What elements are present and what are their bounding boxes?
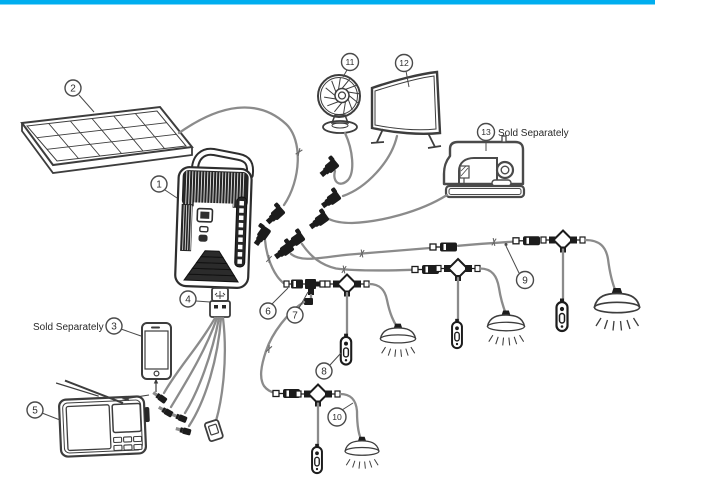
pendant-switch-d	[311, 442, 323, 475]
dc-plug-tv	[317, 186, 343, 211]
television	[370, 70, 442, 149]
radio-buttons	[113, 435, 143, 452]
elbow-connector	[304, 298, 313, 305]
pendant-lamp-d	[344, 436, 380, 470]
fan-blades	[324, 77, 360, 114]
dc-plug-solar	[261, 201, 287, 227]
callout-9: 9	[505, 245, 535, 290]
solar-panel-cable	[177, 106, 304, 227]
lamp-string-b	[281, 227, 526, 350]
callout-3: 3	[105, 317, 142, 337]
inline-connector-c2	[512, 235, 541, 246]
callout-10-number: 10	[332, 412, 342, 422]
insert-arrow-radio	[121, 394, 150, 401]
fan-cable	[315, 131, 354, 185]
callout-7-number: 7	[292, 311, 298, 322]
sewing-machine-cable	[305, 193, 449, 232]
callout-13-number: 13	[481, 127, 491, 137]
inline-connector-c1	[429, 241, 458, 253]
machine-base	[444, 184, 526, 199]
tv-cable	[317, 134, 399, 211]
callout-11-number: 11	[346, 57, 355, 67]
callout-10: 10	[327, 402, 354, 427]
sold-separately-label-sewing: Sold Separately	[498, 128, 569, 139]
pendant-lamp-a	[379, 322, 417, 358]
dc-plug-fan	[315, 154, 341, 179]
smartphone	[141, 322, 172, 392]
output-port-strip	[234, 196, 248, 268]
inline-connector-6	[283, 279, 303, 289]
inline-connector-b	[411, 264, 440, 275]
usb-multi-charging-cable	[151, 287, 231, 442]
lamp-string-c	[270, 229, 641, 333]
callout-8: 8	[315, 352, 342, 380]
power-station	[174, 147, 255, 289]
speaker-vents	[183, 250, 239, 283]
lamp-string-d	[259, 293, 380, 475]
lamp-string-a	[248, 222, 417, 366]
callout-6-number: 6	[265, 307, 271, 318]
pendant-switch-c	[555, 297, 569, 333]
insert-arrow-phone	[153, 378, 159, 384]
pendant-switch-8	[339, 332, 353, 366]
radio-display	[111, 402, 142, 434]
portable-radio	[55, 379, 150, 458]
callout-8-number: 8	[321, 367, 327, 378]
sewing-machine	[442, 135, 526, 199]
dc-plug-sewing	[305, 207, 331, 232]
sold-separately-label-phone: Sold Separately	[33, 322, 104, 333]
home-button	[153, 370, 160, 377]
pendant-lamp-b	[486, 309, 526, 347]
callout-5: 5	[26, 401, 61, 421]
callout-3-number: 3	[111, 322, 117, 333]
callout-12-number: 12	[399, 58, 409, 68]
callout-6: 6	[259, 287, 289, 320]
desk-fan	[317, 74, 361, 134]
callout-12: 12	[394, 53, 414, 88]
callout-2: 2	[64, 79, 95, 113]
callout-1: 1	[150, 175, 178, 199]
speaker-grille	[65, 404, 112, 452]
callout-7: 7	[286, 291, 309, 324]
side-knob	[144, 407, 150, 423]
callout-1-number: 1	[156, 180, 162, 191]
micro-usb-plug	[204, 419, 224, 442]
antenna	[55, 382, 99, 397]
callout-5-number: 5	[32, 406, 38, 417]
tee-connector-7	[303, 279, 326, 295]
solar-panel	[20, 105, 194, 174]
top-accent-bar	[0, 0, 655, 5]
callout-2-number: 2	[70, 84, 76, 95]
dc-plug-string-a	[248, 222, 272, 248]
callout-11: 11	[340, 52, 360, 78]
pendant-lamp-c	[593, 287, 641, 332]
callout-13: 13	[476, 122, 496, 151]
callout-4-number: 4	[185, 295, 191, 306]
power-button	[199, 225, 209, 233]
callout-9-number: 9	[522, 276, 528, 287]
pendant-switch-b	[451, 317, 463, 350]
mode-button	[198, 234, 208, 242]
callout-4: 4	[179, 290, 211, 308]
